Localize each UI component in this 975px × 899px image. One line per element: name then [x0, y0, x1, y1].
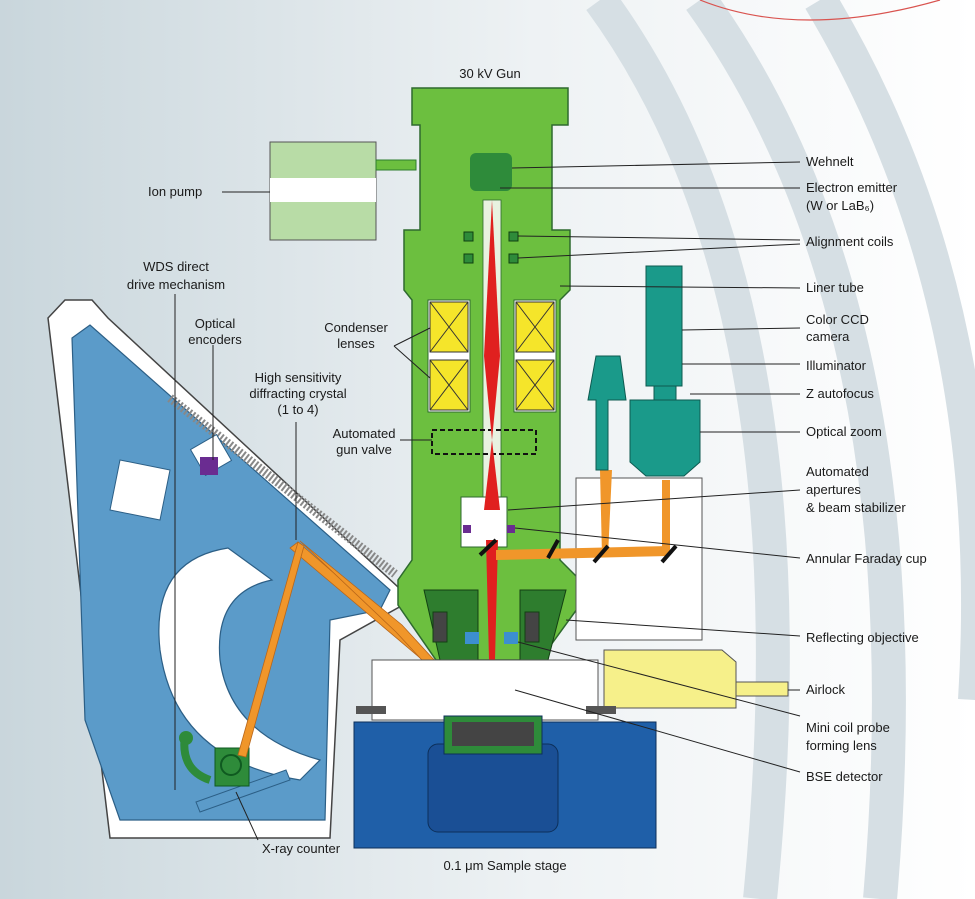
label-reflecting: Reflecting objective — [806, 630, 919, 645]
optical-path — [478, 470, 703, 641]
label-illuminator: Illuminator — [806, 358, 867, 373]
label-crystal-3: (1 to 4) — [277, 402, 318, 417]
label-bse: BSE detector — [806, 769, 883, 784]
label-optical-enc-1: Optical — [195, 316, 236, 331]
label-condenser-1: Condenser — [324, 320, 388, 335]
label-minicoil-1: Mini coil probe — [806, 720, 890, 735]
label-airlock: Airlock — [806, 682, 846, 697]
label-emitter-2: (W or LaB₆) — [806, 198, 874, 213]
label-alignment: Alignment coils — [806, 234, 894, 249]
red-arc — [699, 0, 941, 21]
label-wds-2: drive mechanism — [127, 277, 225, 292]
label-zautofocus: Z autofocus — [806, 386, 874, 401]
condenser-lenses — [429, 301, 555, 411]
ion-pump — [269, 141, 417, 241]
gun-valve — [431, 429, 537, 455]
airlock — [603, 649, 789, 709]
background-arcs — [586, 0, 975, 899]
label-liner: Liner tube — [806, 280, 864, 295]
label-emitter-1: Electron emitter — [806, 180, 898, 195]
label-faraday: Annular Faraday cup — [806, 551, 927, 566]
label-apertures-2: apertures — [806, 482, 861, 497]
wehnelt — [470, 153, 512, 191]
wds-spectrometer — [47, 299, 414, 839]
label-crystal-1: High sensitivity — [255, 370, 342, 385]
label-crystal-2: diffracting crystal — [249, 386, 346, 401]
label-wehnelt: Wehnelt — [806, 154, 854, 169]
label-xray: X-ray counter — [262, 841, 341, 856]
label-ccd-2: camera — [806, 329, 850, 344]
label-gun-valve-1: Automated — [333, 426, 396, 441]
label-apertures-3: & beam stabilizer — [806, 500, 906, 515]
sample-chamber — [353, 659, 657, 849]
label-optical-zoom: Optical zoom — [806, 424, 882, 439]
leader-lines — [174, 161, 801, 841]
label-optical-enc-2: encoders — [188, 332, 242, 347]
label-gun: 30 kV Gun — [459, 66, 520, 81]
camera-assembly — [587, 265, 701, 477]
label-wds-1: WDS direct — [143, 259, 209, 274]
labels: 30 kV Gun Wehnelt Electron emitter (W or… — [127, 66, 927, 873]
label-gun-valve-2: gun valve — [336, 442, 392, 457]
label-minicoil-2: forming lens — [806, 738, 877, 753]
label-ion-pump: Ion pump — [148, 184, 202, 199]
label-stage: 0.1 μm Sample stage — [443, 858, 566, 873]
label-condenser-2: lenses — [337, 336, 375, 351]
label-apertures-1: Automated — [806, 464, 869, 479]
label-ccd-1: Color CCD — [806, 312, 869, 327]
optical-encoder — [200, 457, 218, 475]
